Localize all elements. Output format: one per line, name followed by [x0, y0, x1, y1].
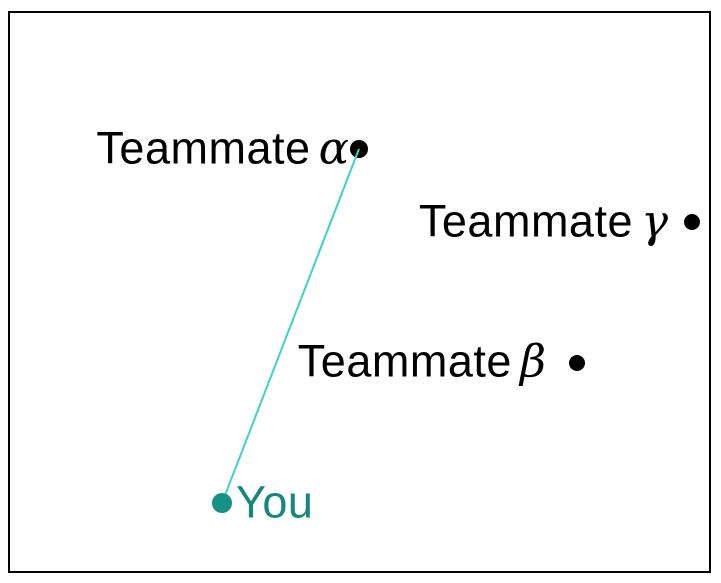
- node-label-text: Teammate: [96, 122, 311, 174]
- node-label-text: Teammate: [297, 335, 512, 387]
- node-label-text: Teammate: [418, 195, 633, 247]
- node-dot-teammate-alpha: [350, 140, 368, 158]
- node-dot-you: [212, 493, 232, 513]
- figure-frame: [8, 11, 711, 573]
- greek-symbol-icon: γ: [641, 194, 668, 248]
- greek-symbol-icon: α: [318, 121, 349, 175]
- node-dot-teammate-beta: [569, 355, 585, 371]
- greek-symbol-icon: β: [519, 334, 546, 388]
- node-label-text: You: [236, 476, 314, 528]
- node-dot-teammate-gamma: [684, 214, 700, 230]
- node-label-you: You: [236, 477, 313, 527]
